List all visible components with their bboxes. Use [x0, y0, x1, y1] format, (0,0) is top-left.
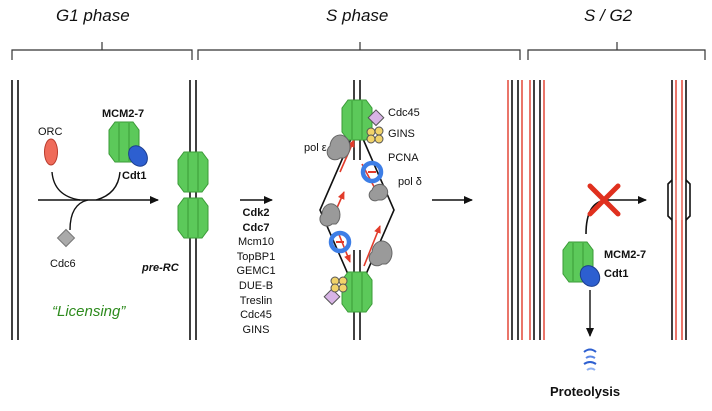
cdt1-free-icon [579, 265, 601, 287]
polymerase-icon [319, 134, 393, 267]
pol-delta-label: pol δ [398, 176, 422, 188]
g2-cdt1-label: Cdt1 [604, 268, 629, 280]
g2-bracket [527, 49, 706, 60]
block-x-icon [587, 183, 621, 217]
factor-treslin: Treslin [239, 294, 273, 307]
pcna-label: PCNA [388, 152, 419, 164]
cdc6-icon [56, 228, 76, 248]
factor-topbp1: TopBP1 [236, 250, 276, 263]
factor-cdc7: Cdc7 [242, 221, 270, 234]
phase-title-s: S phase [326, 6, 389, 25]
gins-label: GINS [388, 128, 415, 140]
phase-title-g1: G1 phase [56, 6, 130, 25]
phase-title-s-g2: S / G2 [584, 6, 633, 25]
replicated-dna-s [507, 80, 523, 340]
orc-icon [44, 138, 58, 166]
cmg-helicase-bottom [341, 271, 373, 313]
g1-dna-left [11, 80, 19, 340]
prerc-double-hexamer [177, 151, 209, 239]
cdc6-label: Cdc6 [50, 258, 76, 270]
cdt1-label: Cdt1 [122, 170, 147, 182]
factor-gins: GINS [242, 323, 270, 336]
gins-icon [366, 126, 384, 144]
factor-cdc45: Cdc45 [240, 309, 272, 322]
mcm-label: MCM2-7 [102, 108, 145, 120]
g2-dna-left [529, 80, 545, 340]
cdc45-label: Cdc45 [388, 107, 420, 119]
s-phase-factor-list: Cdk2 Cdc7 Mcm10 TopBP1 GEMC1 DUE-B Tresl… [221, 206, 291, 337]
proteolysis-icon [583, 348, 597, 371]
factor-due-b: DUE-B [238, 279, 274, 292]
factor-cdk2: Cdk2 [242, 207, 270, 219]
cdt1-icon [128, 145, 148, 167]
licensing-label: “Licensing” [52, 303, 126, 320]
prerc-label: pre-RC [142, 262, 179, 274]
g2-dna-right [667, 80, 691, 340]
proteolysis-label: Proteolysis [550, 384, 621, 399]
g2-mcm-label: MCM2-7 [604, 249, 647, 261]
cdc45-icon [367, 109, 385, 127]
s-bracket [197, 49, 521, 60]
orc-label: ORC [38, 126, 63, 138]
factor-gemc1: GEMC1 [236, 265, 276, 278]
factor-mcm10: Mcm10 [237, 236, 275, 249]
blocked-loading-arrow [585, 196, 647, 235]
g1-bracket [11, 49, 193, 60]
pol-epsilon-label: pol ε [304, 142, 327, 154]
